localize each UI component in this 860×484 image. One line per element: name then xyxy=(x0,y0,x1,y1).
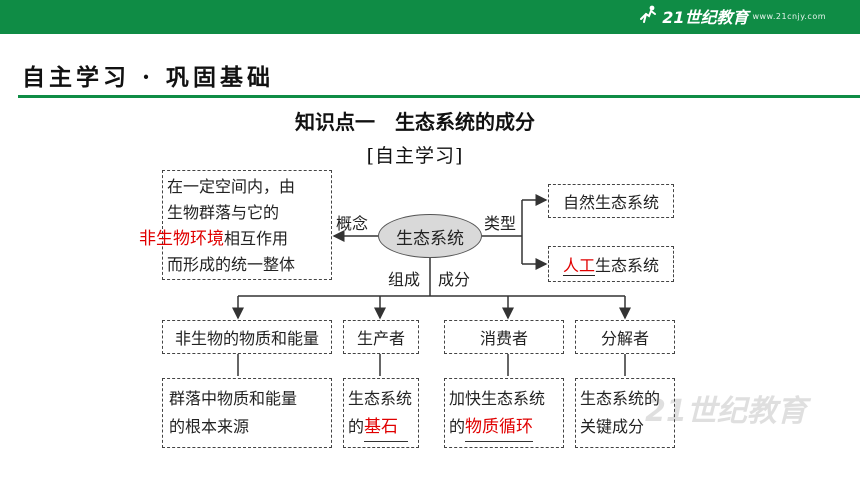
answer-artificial: 人工 xyxy=(562,256,595,275)
top-banner: 21世纪教育 www.21cnjy.com xyxy=(0,0,860,34)
definition-line-3: 非生物环境相互作用 xyxy=(139,229,289,249)
title-divider xyxy=(18,95,860,98)
component-decomposer: 分解者 xyxy=(575,320,675,354)
ecosystem-node: 生态系统 xyxy=(378,214,482,258)
component-consumer: 消费者 xyxy=(444,320,564,354)
self-study-label: [自主学习] xyxy=(366,145,464,167)
label-component: 成分 xyxy=(438,270,471,289)
component-abiotic: 非生物的物质和能量 xyxy=(162,320,332,354)
natural-ecosystem-box: 自然生态系统 xyxy=(548,184,674,218)
definition-line-1: 在一定空间内，由 xyxy=(167,177,296,196)
answer-abiotic-environment: 非生物环境 xyxy=(139,229,224,249)
section-title: 自主学习 · 巩固基础 xyxy=(22,64,275,91)
brand-logo: 21世纪教育 www.21cnjy.com xyxy=(638,5,826,27)
answer-cornerstone: 基石 xyxy=(364,417,399,437)
desc-decomposer: 生态系统的 关键成分 xyxy=(575,378,675,448)
watermark-logo: 21世纪教育 xyxy=(645,394,807,429)
answer-material-cycle: 物质循环 xyxy=(465,417,534,437)
runner-icon xyxy=(638,5,658,27)
desc-producer: 生态系统 的基石 xyxy=(343,378,419,448)
logo-url: www.21cnjy.com xyxy=(752,11,826,21)
component-producer: 生产者 xyxy=(343,320,419,354)
definition-box: 在一定空间内，由 生物群落与它的 非生物环境相互作用 而形成的统一整体 xyxy=(139,170,332,280)
knowledge-point-heading: 知识点一 生态系统的成分 xyxy=(295,110,535,134)
logo-text: 21世纪教育 xyxy=(662,8,749,27)
label-type: 类型 xyxy=(484,214,517,233)
definition-line-2: 生物群落与它的 xyxy=(167,203,280,222)
desc-abiotic: 群落中物质和能量 的根本来源 xyxy=(162,378,332,448)
desc-consumer: 加快生态系统 的物质循环 xyxy=(444,378,564,448)
artificial-ecosystem-box: 人工生态系统 xyxy=(548,246,674,282)
label-concept: 概念 xyxy=(336,214,369,233)
definition-line-4: 而形成的统一整体 xyxy=(167,255,296,274)
label-composition: 组成 xyxy=(388,270,421,289)
